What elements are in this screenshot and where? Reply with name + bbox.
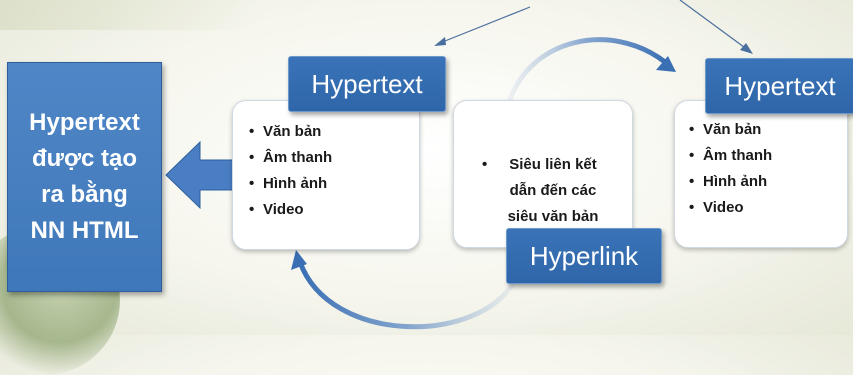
pointer-line-left [439, 6, 531, 44]
hyperlink-tag: Hyperlink [506, 228, 662, 284]
cycle-arrowhead-upper [656, 56, 676, 72]
hypertext-html-box: Hypertext được tạo ra bằng NN HTML [7, 62, 162, 292]
bullet-icon: • [482, 156, 488, 173]
list-item: Âm thanh [687, 143, 847, 169]
hypertext-tag-left: Hypertext [288, 56, 446, 112]
list-item: Video [687, 195, 847, 221]
list-item: Hình ảnh [247, 171, 419, 197]
list-item: Văn bản [247, 119, 419, 145]
cycle-arrowhead-lower [291, 250, 307, 270]
list-item: Hình ảnh [687, 169, 847, 195]
background-foliage-top [0, 0, 260, 30]
hypertext-html-text: Hypertext được tạo ra bằng NN HTML [29, 109, 140, 244]
tag-label: Hyperlink [529, 240, 639, 271]
content-list-right: Văn bản Âm thanh Hình ảnh Video [687, 117, 847, 221]
tag-label: Hypertext [724, 70, 836, 101]
cycle-arc-lower [297, 259, 518, 330]
hyperlink-description-text: Siêu liên kết dẫn đến các siêu văn bản [507, 156, 599, 225]
hypertext-card-right: Văn bản Âm thanh Hình ảnh Video [674, 100, 848, 248]
pointer-line-right [679, 0, 749, 51]
list-item: Âm thanh [247, 145, 419, 171]
cycle-arc-upper [507, 37, 668, 103]
hyperlink-description: • Siêu liên kết dẫn đến các siêu văn bản [478, 152, 628, 230]
content-list-left: Văn bản Âm thanh Hình ảnh Video [247, 119, 419, 223]
tag-label: Hypertext [311, 68, 423, 99]
hypertext-tag-right: Hypertext [705, 58, 853, 114]
pointer-arrowhead-right [740, 43, 753, 54]
connector-graphics [165, 0, 753, 330]
pointer-arrowhead-left [434, 37, 446, 46]
list-item: Video [247, 197, 419, 223]
hypertext-card-left: Văn bản Âm thanh Hình ảnh Video [232, 100, 420, 250]
list-item: Văn bản [687, 117, 847, 143]
